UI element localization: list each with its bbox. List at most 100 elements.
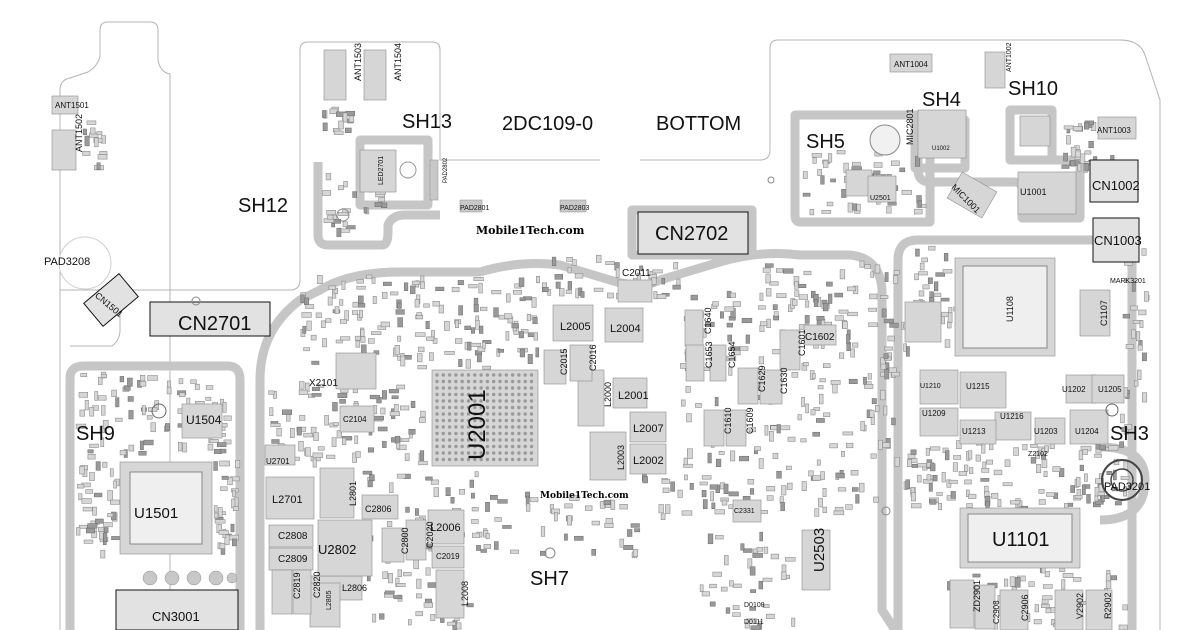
label-sh5: SH5: [806, 131, 845, 153]
label-sh3: SH3: [1110, 423, 1149, 445]
label-sh4: SH4: [922, 89, 961, 111]
label-sh12: SH12: [238, 195, 288, 217]
label-c2908: C2908: [992, 600, 1001, 624]
label-u1101: U1101: [992, 529, 1049, 551]
label-c2819: C2819: [292, 572, 302, 599]
label-l2000: L2000: [603, 382, 613, 407]
watermark-top: Mobile1Tech.com: [476, 224, 585, 237]
label-l2008: L2008: [460, 581, 470, 606]
label-sh13: SH13: [402, 111, 452, 133]
board-outline: [59, 21, 1161, 630]
label-sh9: SH9: [76, 423, 115, 445]
shield-frames: [65, 105, 1150, 630]
label-l2806: L2806: [342, 583, 367, 593]
label-x2101: X2101: [309, 378, 338, 389]
label-cn1002: CN1002: [1092, 178, 1140, 193]
label-l2801: L2801: [348, 481, 358, 506]
label-l2007: L2007: [633, 423, 664, 435]
cn3001-pads: [142, 159, 587, 586]
label-ant1002: ANT1002: [1006, 42, 1013, 72]
label-u2501: U2501: [870, 195, 891, 202]
label-l2701: L2701: [272, 494, 303, 506]
watermarks: Mobile1Tech.com Mobile1Tech.com: [476, 224, 629, 501]
label-u2001: U2001: [464, 389, 491, 460]
label-c2800: C2800: [400, 527, 410, 554]
label-u1204: U1204: [1075, 427, 1099, 436]
label-ant1004: ANT1004: [894, 60, 928, 69]
label-c1610: C1610: [723, 407, 733, 434]
label-u1501: U1501: [134, 505, 178, 522]
label-c2820: C2820: [312, 571, 322, 598]
label-ant1003: ANT1003: [1097, 126, 1131, 135]
label-ant1501: ANT1501: [55, 101, 89, 110]
label-c2016: C2016: [588, 344, 598, 371]
label-z2102: Z2102: [1028, 451, 1048, 458]
label-u2503: U2503: [811, 528, 828, 572]
label-c2906: C2906: [1020, 594, 1030, 621]
label-d0111: D0111: [744, 619, 764, 626]
label-cn2702: CN2702: [655, 223, 728, 245]
label-pad3201: PAD3201: [1104, 481, 1150, 493]
label-c2806: C2806: [365, 504, 392, 514]
label-l2001: L2001: [618, 390, 649, 402]
label-c1602: C1602: [805, 332, 835, 343]
connectors: [83, 159, 1140, 630]
label-c1629: C1629: [757, 365, 767, 392]
label-l2006: L2006: [430, 522, 461, 534]
u1501-qfn: [119, 461, 213, 555]
large-labels: 2DC109-0 BOTTOM SH13 SH12 SH5 SH4 SH10 S…: [76, 78, 1149, 590]
label-c1107: C1107: [1099, 300, 1109, 326]
label-cn3001: CN3001: [152, 609, 200, 624]
label-l2003: L2003: [616, 445, 626, 470]
label-c1653: C1653: [704, 341, 714, 368]
label-mark3201: MARK3201: [1110, 278, 1146, 285]
label-pad2802: PAD2802: [443, 157, 449, 183]
label-pad3208: PAD3208: [44, 256, 90, 268]
label-pad2801: PAD2801: [460, 205, 490, 212]
medium-labels: CN1002 CN1003 CN3001 PAD3201 PAD3208 U15…: [44, 60, 1150, 626]
fiducials: [58, 124, 1143, 559]
label-c2104: C2104: [343, 415, 367, 424]
u1108-qfn: [954, 257, 1056, 357]
label-c1630: C1630: [779, 367, 789, 394]
label-c2015: C2015: [559, 348, 569, 375]
label-c2020: C2020: [425, 521, 435, 548]
inductors: [51, 49, 1137, 630]
label-c1601: C1601: [797, 329, 807, 356]
label-u2802: U2802: [318, 542, 356, 557]
label-l2004: L2004: [610, 323, 641, 335]
label-u1202: U1202: [1062, 385, 1086, 394]
label-c1640: C1640: [703, 307, 713, 334]
label-c2809: C2809: [278, 554, 308, 565]
label-l2002: L2002: [633, 455, 664, 467]
label-c2808: C2808: [278, 531, 308, 542]
label-u1210: U1210: [920, 383, 941, 390]
label-u2701: U2701: [266, 457, 290, 466]
label-c2331: C2331: [734, 508, 755, 515]
label-zd2901: ZD2901: [972, 580, 982, 612]
label-ant1504: ANT1504: [393, 43, 403, 81]
board-title: 2DC109-0: [502, 113, 593, 135]
label-r2902: R2902: [1103, 592, 1113, 619]
label-d0108: D0108: [744, 602, 765, 609]
label-led2701: LED2701: [378, 156, 385, 185]
label-u1203: U1203: [1034, 427, 1058, 436]
label-pad2803: PAD2803: [560, 205, 590, 212]
u1101-chip: [959, 507, 1081, 569]
label-c2019: C2019: [436, 552, 460, 561]
label-u1209: U1209: [922, 409, 946, 418]
label-u1205: U1205: [1098, 385, 1122, 394]
label-u1216: U1216: [1000, 412, 1024, 421]
label-u1215: U1215: [966, 382, 990, 391]
label-ant1502: ANT1502: [74, 114, 84, 152]
label-sh10: SH10: [1008, 78, 1058, 100]
label-sh7: SH7: [530, 568, 569, 590]
label-c1654: C1654: [727, 341, 737, 368]
label-u1001: U1001: [1020, 187, 1047, 197]
label-u1213: U1213: [962, 427, 986, 436]
label-c2011: C2011: [622, 268, 651, 279]
label-l2005: L2005: [560, 321, 591, 333]
label-cn2701: CN2701: [178, 313, 251, 335]
label-l2805: L2805: [326, 590, 333, 610]
